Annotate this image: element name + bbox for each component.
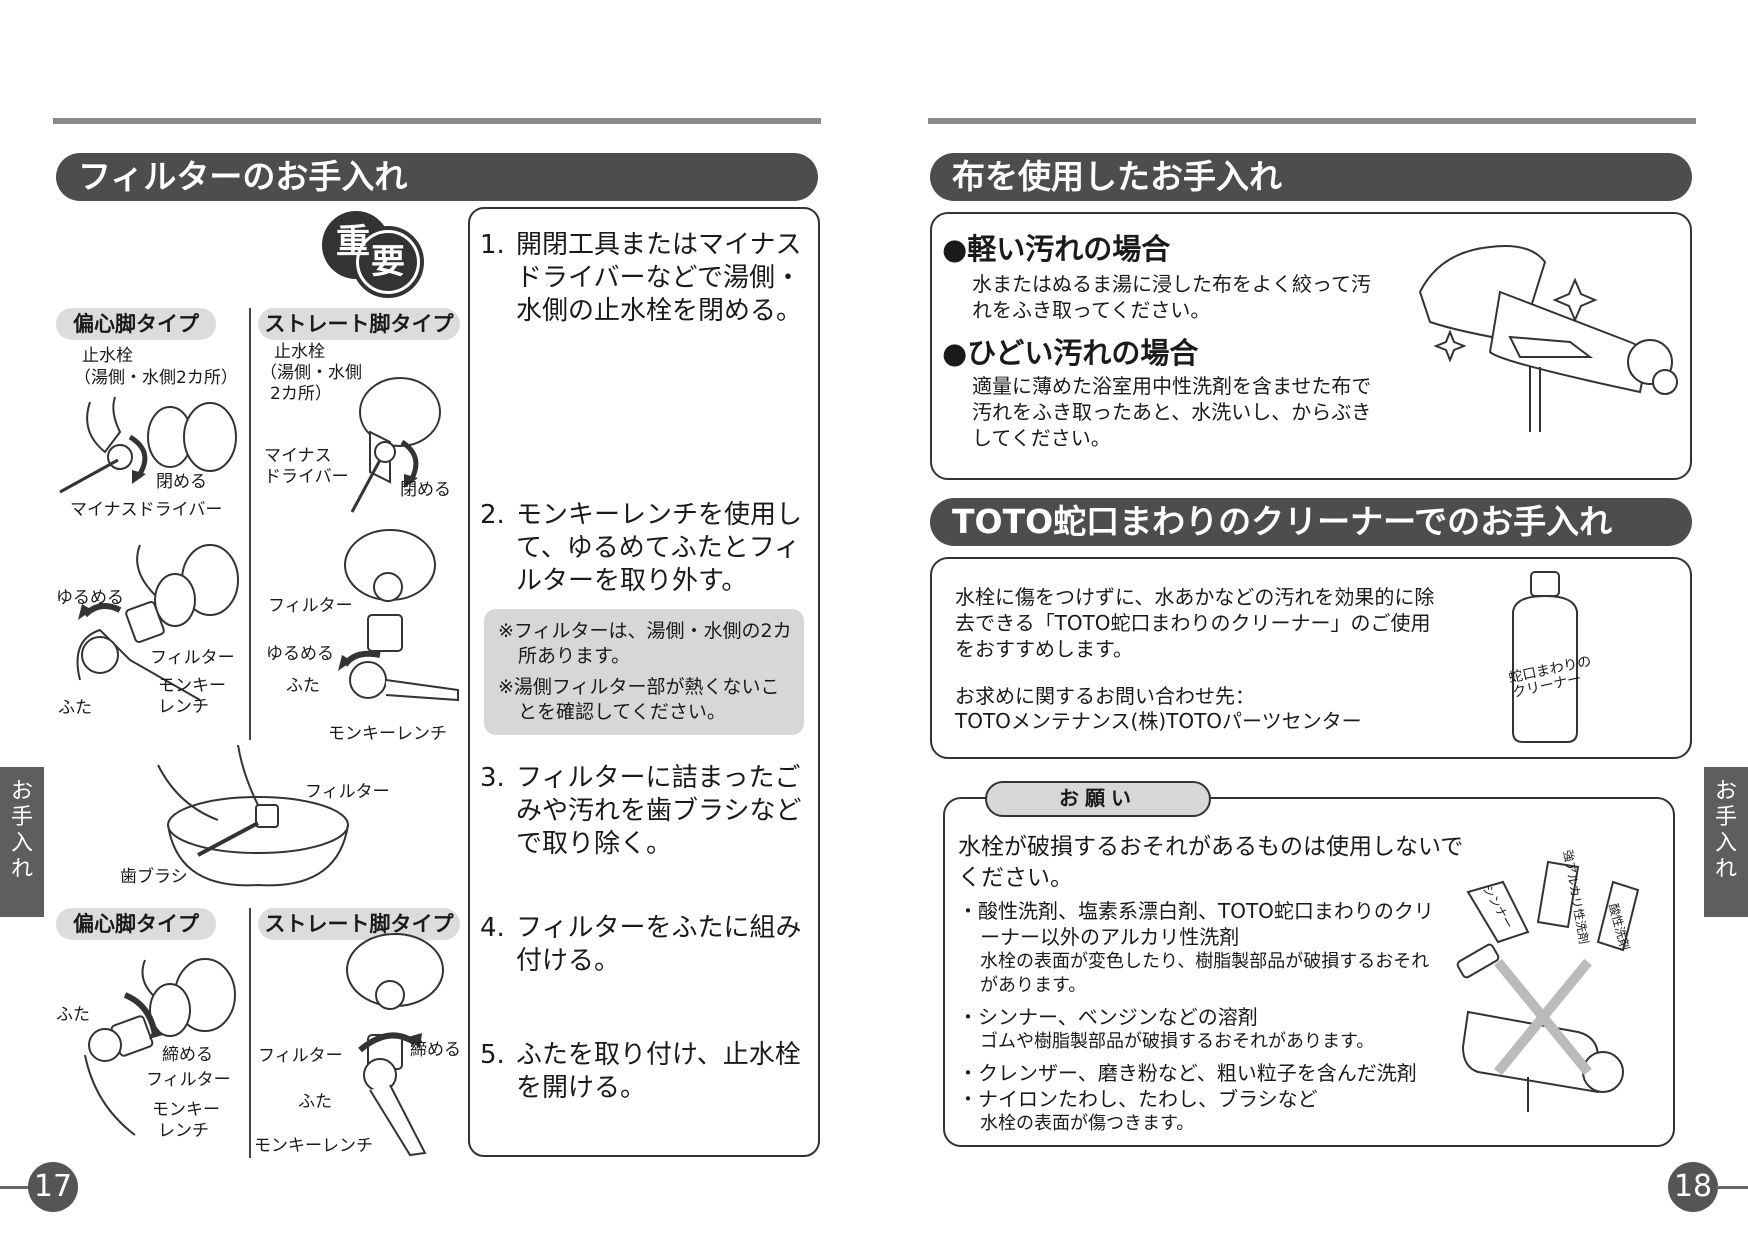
fig1-left-stop-valve-note: （湯側・水側2カ所） xyxy=(74,368,238,388)
step-3: 3. フィルターに詰まったごみや汚れを歯ブラシなどで取り除く。 xyxy=(480,762,814,861)
straight-type-label-bottom: ストレート脚タイプ xyxy=(258,908,460,940)
fig2-right-wrench: モンキーレンチ xyxy=(328,724,447,744)
left-page-number: 17 xyxy=(28,1162,78,1212)
request-item-2: ・シンナー、ベンジンなどの溶剤 xyxy=(958,1005,1258,1029)
steps-panel: 1. 開閉工具またはマイナスドライバーなどで湯側・水側の止水栓を閉める。 2. … xyxy=(468,207,820,1157)
divider-bottom xyxy=(249,908,251,1158)
cloth-box xyxy=(930,212,1692,480)
step-5-text: ふたを取り付け、止水栓を開ける。 xyxy=(516,1040,801,1103)
fig1-right-stop-valve-note-1: （湯側・水側 xyxy=(260,363,362,383)
fig4-left-faucet-illustration xyxy=(84,958,236,1136)
right-page-number-line xyxy=(1716,1186,1748,1189)
fig2-right-cap: ふた xyxy=(286,676,320,696)
step-2: 2. モンキーレンチを使用して、ゆるめてふたとフィルターを取り外す。 xyxy=(480,499,814,598)
contact-label: お求めに関するお問い合わせ先： xyxy=(955,684,1255,708)
step-2-text: モンキーレンチを使用して、ゆるめてふたとフィルターを取り外す。 xyxy=(516,500,803,596)
cleaner-bottle-illustration xyxy=(1512,571,1578,743)
important-badge-char2: 要 xyxy=(371,242,405,282)
request-item-4-note: 水栓の表面が傷つきます。 xyxy=(980,1113,1195,1134)
cloth-section-title: 布を使用したお手入れ xyxy=(930,153,1692,201)
fig1-left-stop-valve: 止水栓 xyxy=(82,346,133,366)
fig2-right-faucet-illustration xyxy=(338,529,459,702)
right-top-rule xyxy=(928,118,1696,124)
prohibited-items-illustration xyxy=(1456,860,1640,1112)
heavy-dirt-heading: ●ひどい汚れの場合 xyxy=(942,336,1199,370)
fig2-left-wrench-1: モンキー xyxy=(158,676,226,696)
step-1: 1. 開閉工具またはマイナスドライバーなどで湯側・水側の止水栓を閉める。 xyxy=(480,229,814,328)
light-dirt-heading: ●軽い汚れの場合 xyxy=(942,232,1171,266)
fig4-left-wrench-1: モンキー xyxy=(152,1100,220,1120)
important-badge xyxy=(322,211,424,298)
fig1-left-faucet-illustration xyxy=(59,396,237,494)
note-two-filters: ※フィルターは、湯側・水側の2カ所あります。 xyxy=(498,620,792,667)
step-3-number: 3. xyxy=(480,763,505,793)
request-heading: 水栓が破損するおそれがあるものは使用しないでください。 xyxy=(958,834,1464,891)
fig1-right-close: 閉める xyxy=(400,480,451,500)
request-item-4: ・ナイロンたわし、たわし、ブラシなど xyxy=(958,1087,1318,1111)
step-2-number: 2. xyxy=(480,500,505,530)
request-tab: お願い xyxy=(985,781,1211,817)
step-4-number: 4. xyxy=(480,913,505,943)
filter-note-box: ※フィルターは、湯側・水側の2カ所あります。 ※湯側フィルター部が熱くないことを… xyxy=(484,609,804,735)
fig4-left-tighten: 締める xyxy=(162,1045,213,1065)
important-badge-char1: 重 xyxy=(336,222,370,262)
eccentric-type-label-bottom: 偏心脚タイプ xyxy=(56,908,216,940)
fig2-left-wrench-2: レンチ xyxy=(158,697,209,717)
fig1-right-screwdriver-2: ドライバー xyxy=(264,467,349,487)
fig2-left-filter: フィルター xyxy=(150,648,235,668)
fig4-left-cap: ふた xyxy=(56,1005,90,1025)
request-item-1-note: 水栓の表面が変色したり、樹脂製部品が破損するおそれがあります。 xyxy=(980,951,1430,996)
fig4-right-tighten: 締める xyxy=(410,1040,461,1060)
step-1-text: 開閉工具またはマイナスドライバーなどで湯側・水側の止水栓を閉める。 xyxy=(516,230,803,326)
fig3-cleaning-illustration xyxy=(157,744,349,887)
request-box xyxy=(943,797,1675,1147)
divider-top xyxy=(249,308,251,740)
fig2-left-loosen: ゆるめる xyxy=(56,588,124,608)
request-item-3: ・クレンザー、磨き粉など、粗い粒子を含んだ洗剤 xyxy=(958,1061,1417,1085)
fig2-left-faucet-illustration xyxy=(76,544,239,701)
fig2-right-filter: フィルター xyxy=(268,596,353,616)
fig4-right-faucet-illustration xyxy=(346,933,444,1157)
heavy-dirt-text: 適量に薄めた浴室用中性洗剤を含ませた布で汚れをふき取ったあと、水洗いし、からぶき… xyxy=(972,374,1372,450)
fig1-left-screwdriver: マイナスドライバー xyxy=(70,500,223,520)
left-top-rule xyxy=(53,118,821,124)
note-hot-filter: ※湯側フィルター部が熱くないことを確認してください。 xyxy=(498,676,780,723)
cleaner-text: 水栓に傷をつけずに、水あかなどの汚れを効果的に除去できる「TOTO蛇口まわりのク… xyxy=(955,585,1435,661)
fig4-left-wrench-2: レンチ xyxy=(158,1121,209,1141)
right-side-tab: お 手 入 れ xyxy=(1704,767,1748,917)
fig3-toothbrush: 歯ブラシ xyxy=(120,867,188,887)
fig4-right-filter: フィルター xyxy=(258,1046,343,1066)
step-3-text: フィルターに詰まったごみや汚れを歯ブラシなどで取り除く。 xyxy=(516,763,802,859)
request-item-1: ・酸性洗剤、塩素系漂白剤、TOTO蛇口まわりのクリーナー以外のアルカリ性洗剤 xyxy=(958,899,1434,949)
step-5: 5. ふたを取り付け、止水栓を開ける。 xyxy=(480,1039,814,1105)
right-page-number: 18 xyxy=(1668,1162,1718,1212)
straight-type-label-top: ストレート脚タイプ xyxy=(258,308,460,340)
step-1-number: 1. xyxy=(480,230,505,260)
fig1-right-stop-valve-note-2: 2カ所） xyxy=(270,384,332,404)
fig4-left-filter: フィルター xyxy=(146,1070,231,1090)
left-section-title: フィルターのお手入れ xyxy=(56,153,818,201)
step-4-text: フィルターをふたに組み付ける。 xyxy=(516,913,802,976)
fig2-left-cap: ふた xyxy=(58,698,92,718)
cloth-wiping-illustration xyxy=(1418,245,1678,432)
fig1-right-stop-valve: 止水栓 xyxy=(274,342,325,362)
fig1-left-close: 閉める xyxy=(156,472,207,492)
request-item-2-note: ゴムや樹脂製部品が破損するおそれがあります。 xyxy=(980,1031,1375,1052)
left-page-number-line xyxy=(0,1186,30,1189)
fig1-right-faucet-illustration xyxy=(350,377,441,513)
contact-name: TOTOメンテナンス(株)TOTOパーツセンター xyxy=(955,709,1362,733)
left-side-tab: お 手 入 れ xyxy=(0,767,44,917)
fig1-right-screwdriver-1: マイナス xyxy=(264,446,332,466)
cleaner-box xyxy=(930,557,1692,759)
eccentric-type-label-top: 偏心脚タイプ xyxy=(56,308,216,340)
light-dirt-text: 水またはぬるま湯に浸した布をよく絞って汚れをふき取ってください。 xyxy=(972,272,1371,322)
step-4: 4. フィルターをふたに組み付ける。 xyxy=(480,912,814,978)
request-list: ・酸性洗剤、塩素系漂白剤、TOTO蛇口まわりのクリーナー以外のアルカリ性洗剤 水… xyxy=(958,898,1438,1142)
step-5-number: 5. xyxy=(480,1040,505,1070)
cleaner-section-title: TOTO蛇口まわりのクリーナーでのお手入れ xyxy=(930,498,1692,546)
fig4-right-wrench: モンキーレンチ xyxy=(254,1136,373,1156)
fig2-right-loosen: ゆるめる xyxy=(266,644,334,664)
fig3-filter: フィルター xyxy=(305,782,390,802)
fig4-right-cap: ふた xyxy=(298,1092,332,1112)
